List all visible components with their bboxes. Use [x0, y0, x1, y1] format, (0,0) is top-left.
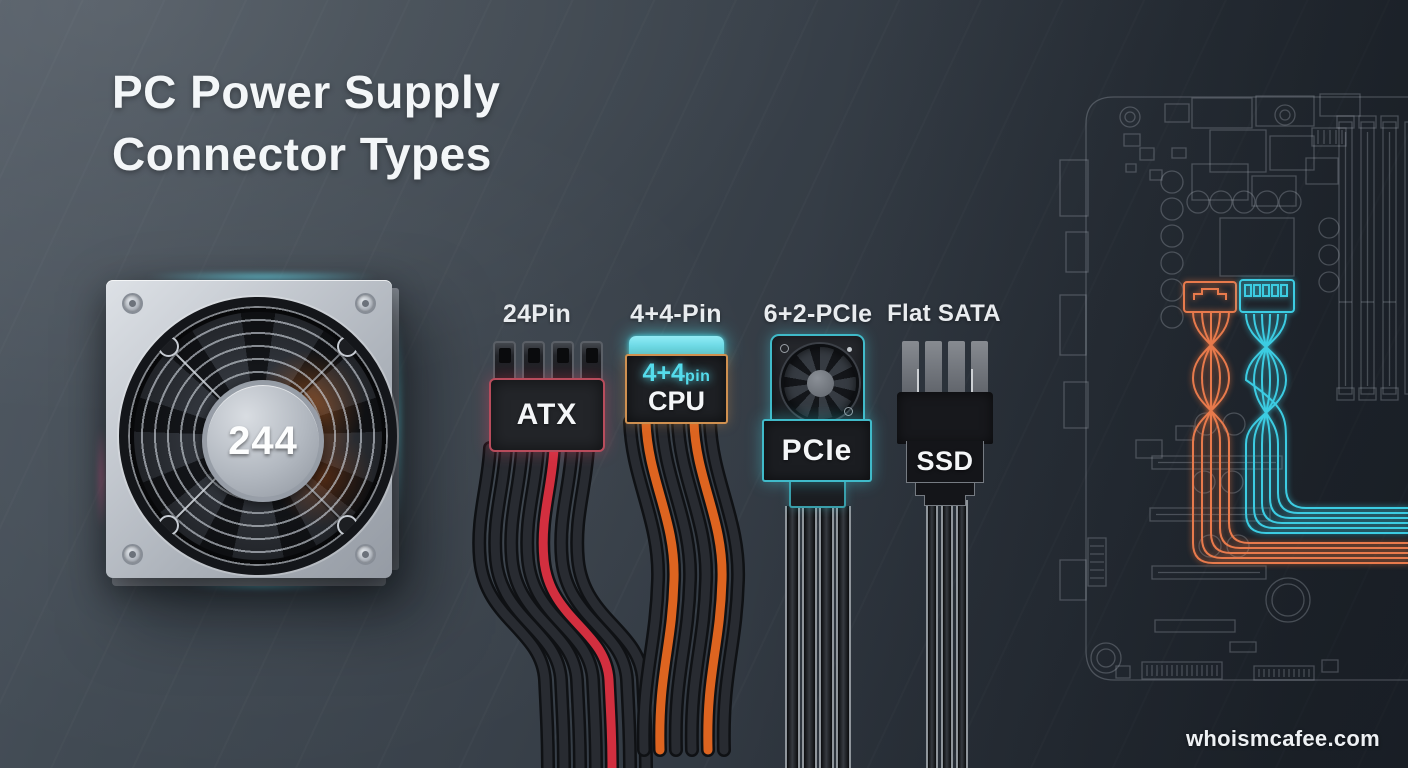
screw-hole-icon [780, 344, 789, 353]
sata-connector: SSD [906, 441, 984, 483]
psu-bottom-face [112, 578, 386, 586]
label-24pin: 24Pin [502, 300, 572, 328]
screw-icon [355, 293, 376, 314]
connector-pin [580, 341, 603, 383]
cpu-connector-sublabel: 4+4pin [642, 358, 711, 387]
pcie-connector-label: PCIe [781, 433, 853, 467]
label-4plus4pin: 4+4-Pin [630, 300, 722, 328]
cpu-sublabel-main: 4+4 [642, 358, 685, 387]
atx-connector: ATX [489, 378, 605, 452]
cpu-connector-cap [629, 336, 724, 357]
cpu-sublabel-small: pin [684, 367, 711, 385]
connector-tab [925, 341, 942, 397]
connector-tab [948, 341, 965, 397]
cpu-connector-label: CPU [647, 385, 705, 416]
connector-pin [551, 341, 574, 383]
pcie-connector-step [789, 480, 846, 508]
metal-pin-icon [917, 369, 919, 396]
gpu-fan-hub [806, 369, 834, 397]
led-dot-icon [847, 347, 852, 352]
connector-pin [493, 341, 516, 383]
sata-connector-step [915, 482, 975, 496]
title-line-1: PC Power Supply [112, 66, 501, 118]
title-line-2: Connector Types [112, 127, 492, 180]
screw-icon [355, 544, 376, 565]
atx-cable-bundle [479, 448, 646, 768]
cpu-cable-bundle [630, 422, 738, 750]
pcie-cable [819, 506, 834, 768]
psu-fan: 244 [119, 297, 397, 575]
sata-cable [941, 500, 953, 768]
atx-connector-label: ATX [516, 398, 578, 431]
metal-pin-icon [971, 369, 973, 396]
grille-mount-icon [158, 515, 179, 536]
connector-tab [971, 341, 988, 397]
label-6plus2-pcie: 6+2-PCIe [763, 300, 873, 328]
psu-illustration: 244 [98, 273, 402, 589]
grille-mount-icon [158, 336, 179, 357]
sata-connector-tabs [902, 341, 988, 397]
pcie-cable [836, 506, 851, 768]
sata-connector-body [897, 392, 993, 444]
screw-icon [122, 544, 143, 565]
screw-icon [122, 293, 143, 314]
atx-connector-pins [493, 341, 603, 383]
watermark: whoismcafee.com [1185, 726, 1380, 751]
page-title: PC Power Supply Connector Types [112, 62, 500, 185]
gpu-block [770, 334, 865, 428]
psu-body: 244 [106, 280, 397, 578]
grille-mount-icon [337, 336, 358, 357]
pcie-cable [802, 506, 817, 768]
sata-cable [956, 500, 968, 768]
fan-hub: 244 [202, 380, 324, 502]
grille-mount-icon [337, 515, 358, 536]
label-flat-sata: Flat SATA [887, 300, 1001, 327]
cpu-connector: 4+4pin CPU [625, 354, 728, 424]
sata-connector-label: SSD [916, 446, 974, 476]
connector-tab [902, 341, 919, 397]
fan-hub-label: 244 [228, 418, 298, 463]
motherboard-cyan-cable [1240, 280, 1408, 533]
sata-cable [926, 500, 938, 768]
pcie-cable [785, 506, 800, 768]
sata-connector-step [924, 495, 966, 506]
connector-pin [522, 341, 545, 383]
screw-hole-icon [844, 407, 853, 416]
motherboard-wireframe [1060, 94, 1408, 680]
motherboard-orange-cable [1184, 282, 1408, 563]
pcie-connector: PCIe [762, 419, 872, 482]
